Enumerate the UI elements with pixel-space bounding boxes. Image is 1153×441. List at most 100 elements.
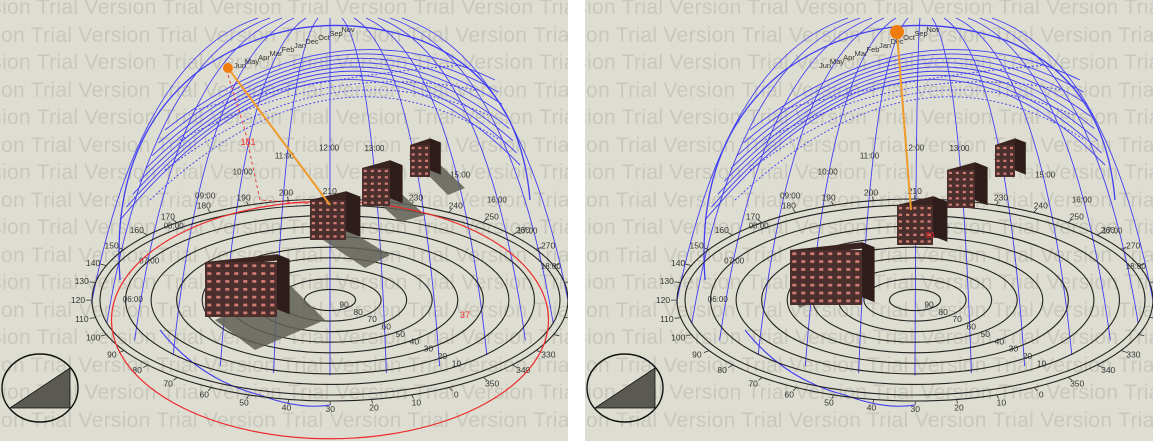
building-window	[810, 291, 815, 295]
building-window	[216, 264, 221, 268]
building-window	[855, 283, 860, 287]
left-viewport[interactable]: ersion Trial Version Trial Version Trial…	[0, 0, 568, 441]
altitude-label: 30	[1009, 344, 1019, 354]
building-window	[270, 311, 275, 315]
azimuth-label: 120	[71, 295, 85, 305]
azimuth-label: 130	[75, 276, 89, 286]
building-window	[955, 171, 959, 175]
building-window	[411, 146, 415, 150]
azimuth-tick	[685, 263, 692, 266]
hour-label: 17:00	[517, 226, 538, 235]
altitude-label: 50	[981, 329, 991, 339]
building-window	[819, 283, 824, 287]
date-line	[723, 66, 1095, 182]
azimuth-tick	[996, 394, 1000, 399]
building-window	[363, 169, 367, 173]
azimuth-label: 330	[1126, 349, 1140, 359]
building-long	[205, 254, 290, 317]
building-window	[837, 283, 842, 287]
hour-line	[91, 17, 259, 304]
azimuth-label: 10	[997, 397, 1007, 407]
building-window	[411, 172, 415, 175]
building-window	[846, 299, 851, 303]
azimuth-tick	[207, 208, 212, 213]
building-window	[225, 264, 230, 268]
building-window	[969, 184, 973, 187]
building-window	[920, 233, 924, 236]
azimuth-tick	[792, 387, 797, 392]
azimuth-tick	[553, 263, 560, 266]
building-window	[801, 268, 806, 271]
azimuth-label: 60	[784, 389, 794, 399]
building-window	[243, 311, 248, 315]
building-window	[425, 166, 428, 169]
azimuth-label: 210	[323, 186, 337, 196]
date-label: Mar	[855, 49, 868, 58]
building-window	[927, 240, 931, 243]
building-window	[225, 311, 230, 315]
date-label: May	[245, 57, 259, 66]
building-window	[846, 268, 851, 271]
azimuth-tick	[142, 232, 148, 236]
azimuth-tick	[564, 281, 568, 283]
sun-ray	[227, 67, 331, 206]
azimuth-tick	[758, 377, 763, 381]
hour-line	[676, 17, 849, 304]
building-window	[234, 295, 239, 299]
building-window	[1010, 153, 1013, 156]
altitude-label: 10	[452, 359, 462, 369]
right-viewport[interactable]: ersion Trial Version Trial Version Trial…	[585, 0, 1153, 441]
building-window	[377, 176, 381, 179]
building-window	[819, 252, 824, 256]
building-window	[418, 146, 422, 150]
building-window	[837, 299, 842, 303]
building-window	[384, 188, 388, 192]
scene-canvas[interactable]: 1902002102202302402502602703303403500102…	[585, 0, 1153, 441]
buildings	[205, 138, 441, 317]
azimuth-tick	[831, 394, 835, 399]
azimuth-tick	[246, 394, 250, 399]
scene-canvas[interactable]: 1902002102202302402502602703303403500102…	[0, 0, 568, 441]
building-window	[819, 291, 824, 295]
azimuth-tick	[371, 399, 373, 404]
azimuth-label: 170	[161, 212, 175, 222]
sun-path-dome	[676, 17, 1153, 407]
building-window	[810, 283, 815, 287]
azimuth-label: 30	[326, 404, 336, 414]
altitude-ring	[786, 246, 1044, 354]
building-window	[252, 280, 257, 283]
hour-line	[353, 17, 441, 367]
azimuth-tick	[553, 334, 560, 337]
building-window	[969, 178, 973, 181]
date-label: Apr	[843, 53, 855, 62]
building-window	[792, 268, 797, 271]
azimuth-tick	[1149, 281, 1153, 283]
hour-label: 06:00	[708, 295, 729, 304]
building-window	[216, 287, 221, 291]
azimuth-tick	[872, 399, 875, 404]
building-window	[207, 287, 212, 291]
building-window	[384, 176, 388, 179]
building-window	[906, 213, 910, 216]
azimuth-label: 50	[824, 397, 834, 407]
hour-label: 08:00	[164, 222, 185, 231]
building-face	[897, 205, 933, 245]
azimuth-tick	[674, 317, 681, 319]
azimuth-label: 90	[692, 350, 702, 360]
building-window	[363, 188, 367, 192]
hour-label: 09:00	[780, 191, 801, 200]
date-label: Oct	[903, 33, 916, 42]
altitude-label: 90	[924, 299, 934, 309]
building-window	[962, 203, 966, 206]
sun-azimuth-guide	[227, 74, 331, 206]
sun-altitude-readout: 37	[460, 310, 470, 320]
building-window	[370, 201, 374, 204]
building-window	[846, 291, 851, 295]
date-line-dashed	[194, 64, 465, 111]
building-window	[326, 208, 330, 211]
building-window	[216, 280, 221, 283]
date-line-dashed	[164, 89, 489, 171]
azimuth-label: 140	[86, 258, 100, 268]
